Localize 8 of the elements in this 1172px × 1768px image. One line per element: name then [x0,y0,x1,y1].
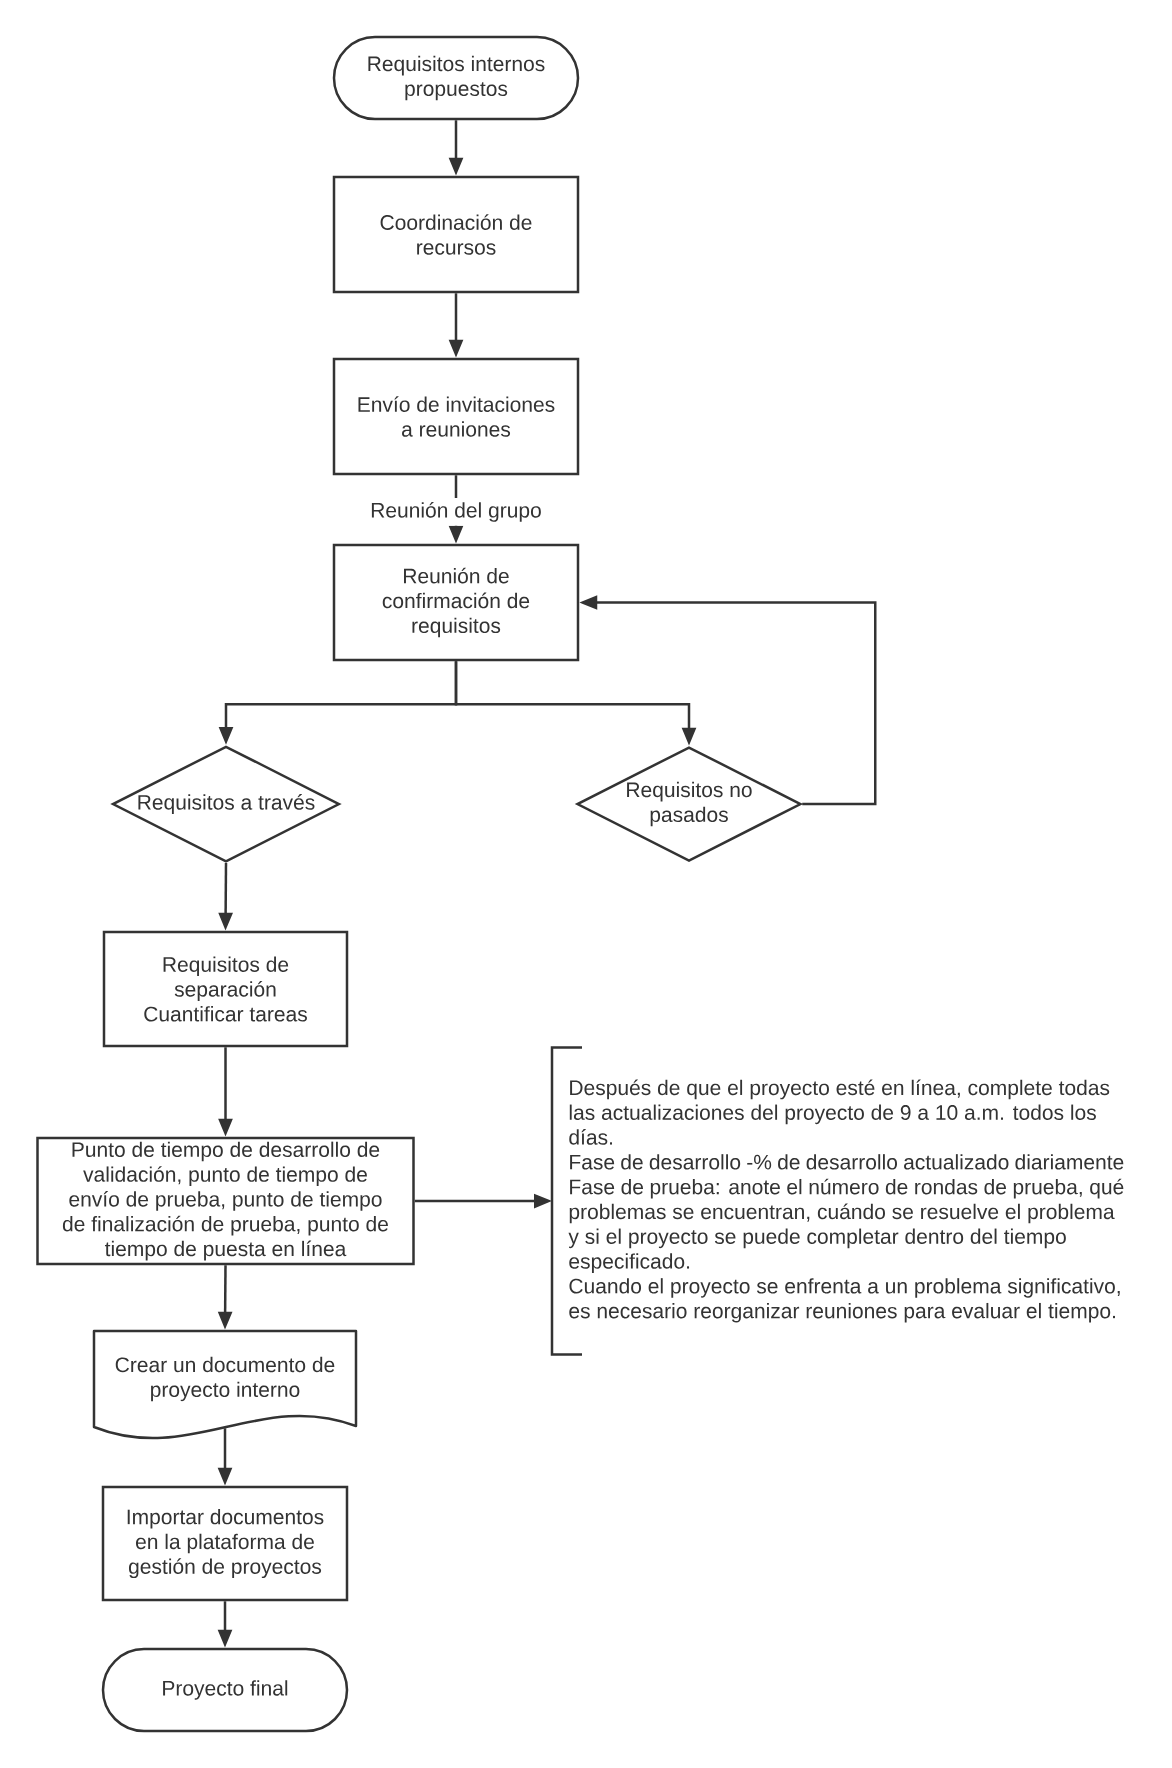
process-box: Envío de invitaciones a reuniones [332,357,580,476]
process-box: Importar documentos en la plataforma de gestión de proyectos [101,1485,349,1602]
annotation-note: Después de que el proyecto esté en línea, complete todas las actualizaciones del proyecto de 9 a 10 a.m. todos los días. Fase de desarrollo -% de desarrollo actualizado diariamente Fase de prueba: anote el número de rondas de prueba, qué problemas se encuentran, cuándo se resuelve el problema y si el proyecto se puede completar dentro del tiempo especificado. Cuando el proyecto se enfrenta a un problema significativo, es necesario reorganizar reuniones para evaluar el tiempo. [550,1046,1124,1356]
edge-label: Reunión del grupo [366,498,546,526]
process-box: Punto de tiempo de desarrollo de validación, punto de tiempo de envío de prueba, punto de tiempo de finalización de prueba, punto de tiempo de puesta en línea [36,1136,415,1266]
process-box: Requisitos de separación Cuantificar tareas [102,930,349,1048]
process-box: Coordinación de recursos [332,175,580,294]
process-box: Reunión de confirmación de requisitos [332,543,580,662]
